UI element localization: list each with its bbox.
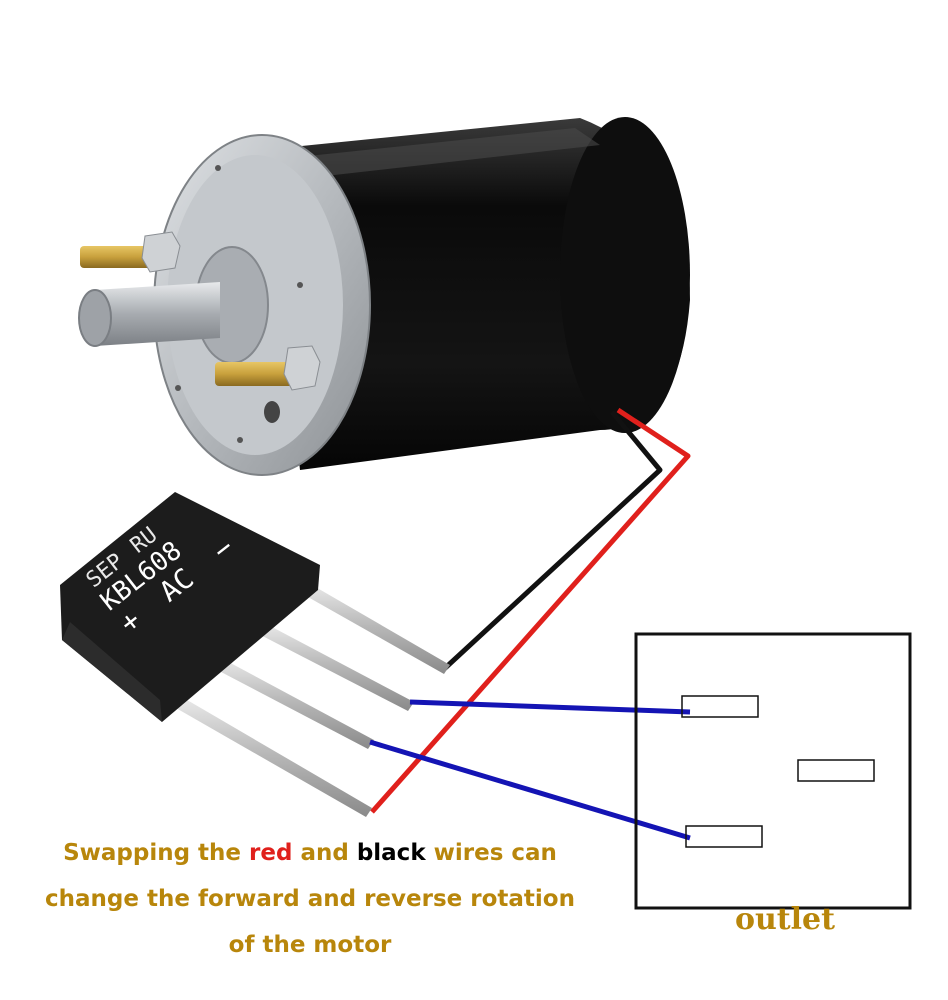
caption-red-word: red — [249, 840, 293, 866]
screw-hole — [237, 437, 243, 443]
red-wire — [370, 407, 691, 814]
caption-black-word: black — [356, 840, 426, 866]
outlet-frame — [634, 632, 912, 910]
bridge-body — [60, 492, 320, 722]
blue-wire-lower — [369, 739, 691, 841]
lower-nut — [283, 345, 321, 391]
motor-shaft — [95, 282, 220, 346]
bridge-pin-plus — [162, 690, 372, 817]
outlet-icon — [634, 632, 912, 910]
caption-line-1-a: Swapping the — [63, 840, 250, 866]
caption-line-1-b: and — [292, 840, 357, 866]
caption-line-1-c: wires can — [425, 840, 557, 866]
outlet-slot-ground — [797, 759, 875, 782]
bridge-pin-minus — [292, 578, 450, 674]
caption: Swapping the red and black wires can cha… — [30, 830, 590, 968]
outlet-label: outlet — [734, 902, 836, 937]
bridge-pin-ac1 — [247, 618, 414, 711]
screw-hole — [175, 385, 181, 391]
motor-shaft-tip — [78, 289, 112, 347]
screw-hole — [297, 282, 303, 288]
bridge-rectifier-icon: SEP RU KBL608 + AC − — [60, 492, 450, 817]
blue-wire-upper — [409, 699, 691, 715]
caption-line-2: change the forward and reverse rotation — [45, 886, 575, 912]
bridge-pin-ac2 — [202, 652, 374, 749]
black-wire — [441, 410, 663, 672]
dc-motor-icon — [78, 117, 690, 476]
lower-stud — [215, 362, 303, 386]
upper-stud — [80, 246, 160, 268]
upper-nut — [141, 231, 181, 273]
mounting-hole — [264, 401, 280, 423]
bridge-body-side — [62, 622, 162, 722]
screw-hole — [215, 165, 221, 171]
outlet-slot-lower — [685, 825, 763, 848]
caption-line-3: of the motor — [228, 932, 392, 958]
motor-rear-rim — [560, 117, 690, 433]
caption-line-1: Swapping the red and black wires can — [30, 830, 590, 876]
outlet-slot-upper — [681, 695, 759, 718]
motor-body-highlight — [270, 128, 600, 180]
